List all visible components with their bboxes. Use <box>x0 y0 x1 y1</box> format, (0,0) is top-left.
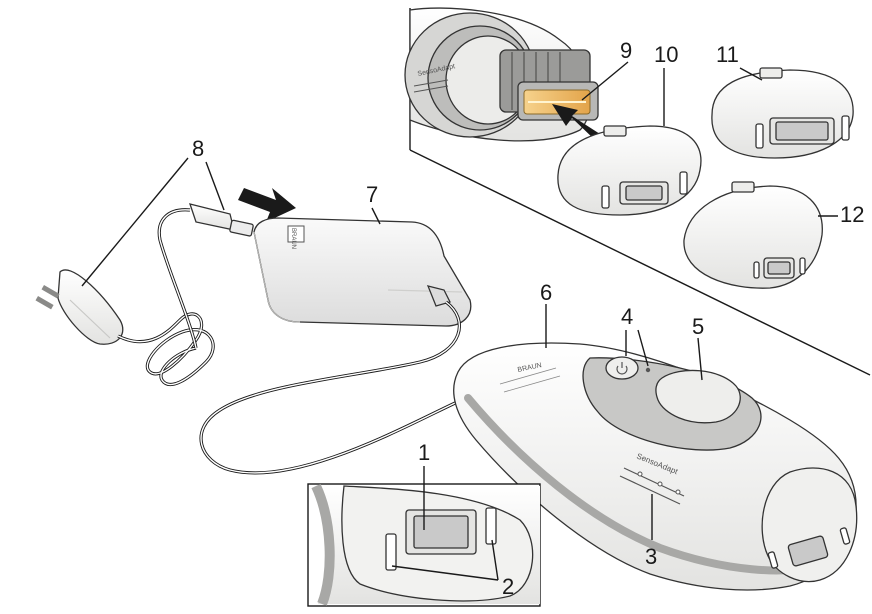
callout-9: 9 <box>620 38 632 63</box>
attachment-inset-panel: SensoAdapt <box>404 7 871 376</box>
leader-4b <box>637 329 649 367</box>
callout-11: 11 <box>716 42 739 67</box>
leader-8a <box>81 157 189 287</box>
callout-6: 6 <box>540 280 552 305</box>
window-closeup-box <box>307 483 541 607</box>
leader-2b <box>491 539 499 581</box>
lamp-bulb-9 <box>517 81 599 121</box>
callout-4: 4 <box>621 304 633 329</box>
leader-2a <box>391 565 499 581</box>
callout-12: 12 <box>840 202 864 227</box>
device-brand-text: BRAUN <box>517 362 542 374</box>
ipl-device-6: BRAUN SensoAdapt <box>453 342 858 591</box>
flash-button-5[interactable] <box>655 369 741 424</box>
leader-8b <box>205 161 225 211</box>
callout-1: 1 <box>418 440 430 465</box>
insert-arrow-icon <box>552 104 600 140</box>
device-head-window <box>761 467 858 583</box>
skin-contact-sensor-2-left <box>385 533 397 571</box>
status-led-4 <box>645 367 651 373</box>
leader-9 <box>581 61 629 101</box>
skin-contact-sensor-2-right <box>485 507 497 545</box>
plug-in-arrow-icon <box>238 188 296 222</box>
attachment-11 <box>711 67 854 159</box>
callout-7: 7 <box>366 182 378 207</box>
callout-5: 5 <box>692 314 704 339</box>
power-button-4[interactable] <box>605 356 639 380</box>
callout-10: 10 <box>654 42 678 67</box>
inset-bottom-border <box>409 149 871 376</box>
leader-5 <box>697 337 703 381</box>
adapter-brand-text: BRAUN <box>290 228 296 249</box>
attachment-10 <box>557 125 702 216</box>
callout-3: 3 <box>645 544 657 569</box>
callout-2: 2 <box>502 574 514 599</box>
device-head-closeup: SensoAdapt <box>404 7 599 142</box>
leader-11 <box>739 67 763 81</box>
wall-plug <box>35 269 124 345</box>
power-plug-and-cable-8 <box>35 203 254 387</box>
power-adapter-7: BRAUN <box>253 217 472 327</box>
cable-connector <box>189 203 254 237</box>
callout-8: 8 <box>192 136 204 161</box>
leader-7 <box>371 207 381 225</box>
attachment-12 <box>683 181 823 289</box>
